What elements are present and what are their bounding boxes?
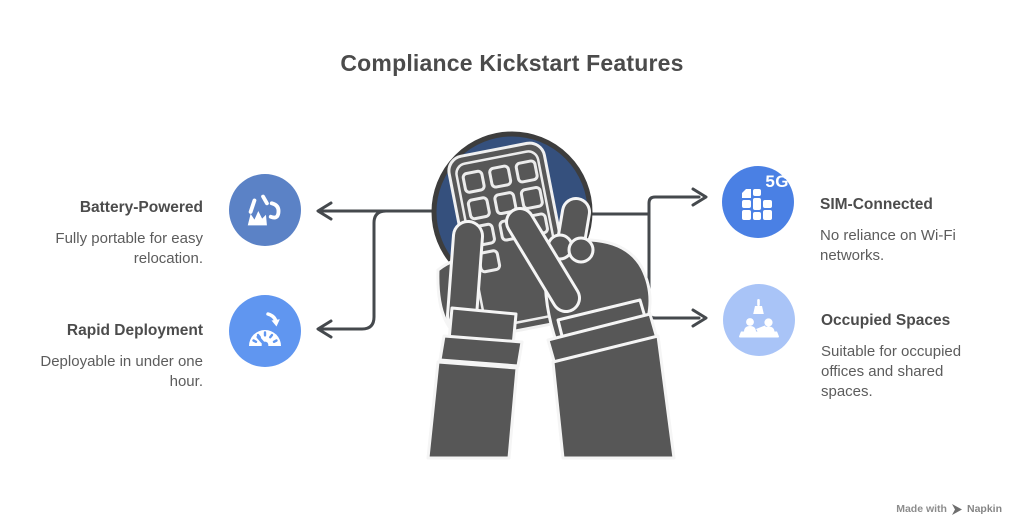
feature-description: Deployable in under one hour. xyxy=(40,353,203,390)
feature-description: No reliance on Wi-Fi networks. xyxy=(820,227,956,264)
napkin-logo-icon xyxy=(951,503,962,515)
left-sleeve xyxy=(426,360,519,460)
feature-battery-powered: Battery-Powered Fully portable for easy … xyxy=(18,174,301,269)
right-cuff xyxy=(546,312,660,370)
feature-description: Suitable for occupied offices and shared… xyxy=(821,343,962,400)
feature-sim-connected: 5G SIM-Connected No reliance on Wi-Fi ne… xyxy=(722,166,985,266)
arrowhead-right-bottom xyxy=(691,308,708,328)
feature-title: Battery-Powered xyxy=(79,199,203,216)
right-hand xyxy=(505,197,652,354)
speedometer-arrow-icon xyxy=(229,295,301,367)
feature-title: Occupied Spaces xyxy=(821,312,951,329)
feature-description: Fully portable for easy relocation. xyxy=(55,230,203,267)
center-circle xyxy=(431,131,593,293)
feature-title: SIM-Connected xyxy=(820,196,933,213)
left-cuff xyxy=(438,334,524,368)
feature-occupied-spaces: Occupied Spaces Suitable for occupied of… xyxy=(723,284,986,402)
arrowhead-right-top xyxy=(691,187,708,207)
arrowhead-left-bottom xyxy=(316,319,333,339)
made-with-napkin-watermark: Made with Napkin xyxy=(896,503,1002,515)
left-hand xyxy=(436,255,502,347)
battery-burst-icon xyxy=(229,174,301,246)
phone-keypad xyxy=(461,159,549,274)
right-wrist xyxy=(556,298,652,354)
left-wrist xyxy=(447,306,518,348)
left-thumb xyxy=(446,220,484,332)
sim-card-5g-icon: 5G xyxy=(722,166,794,238)
feature-rapid-deployment: Rapid Deployment Deployable in under one… xyxy=(18,295,301,392)
phone xyxy=(447,141,576,337)
sleeves xyxy=(426,298,676,460)
right-sleeve xyxy=(551,334,676,460)
arrowhead-left-top xyxy=(316,201,333,221)
connector-right xyxy=(588,187,708,328)
people-at-desk-icon xyxy=(723,284,795,356)
made-with-label: Made with xyxy=(896,503,947,515)
feature-title: Rapid Deployment xyxy=(66,322,203,339)
page-title: Compliance Kickstart Features xyxy=(340,50,684,76)
5g-badge: 5G xyxy=(765,172,789,191)
connector-left xyxy=(316,201,436,339)
brand-label: Napkin xyxy=(966,503,1002,515)
